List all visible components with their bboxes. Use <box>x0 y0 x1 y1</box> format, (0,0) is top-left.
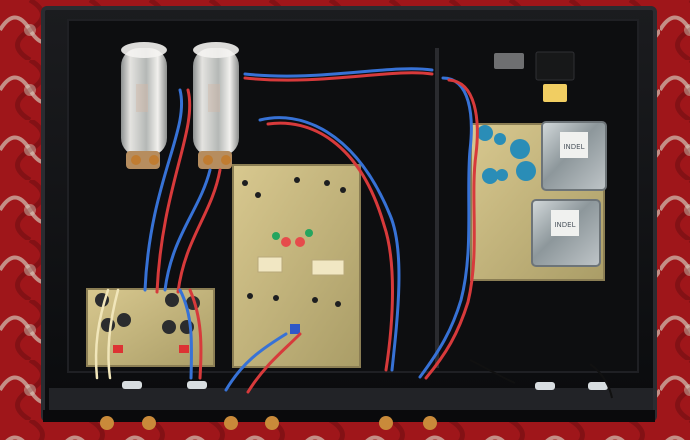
main-board-components <box>242 177 346 334</box>
power-transformer-top: INDEL <box>541 121 607 191</box>
tube-left <box>121 42 167 169</box>
power-entry <box>494 51 575 102</box>
front-panel-edge <box>49 388 653 410</box>
electrolytic-capacitors-psu <box>477 125 536 184</box>
svg-text:INDEL: INDEL <box>563 143 584 151</box>
front-lip <box>43 410 655 422</box>
svg-text:INDEL: INDEL <box>554 221 575 229</box>
power-transformer-bottom: INDEL <box>531 199 601 267</box>
tube-right <box>193 42 239 169</box>
rear-connectors <box>100 381 608 430</box>
wiring-harness <box>94 67 479 394</box>
rear-cable <box>469 359 613 399</box>
